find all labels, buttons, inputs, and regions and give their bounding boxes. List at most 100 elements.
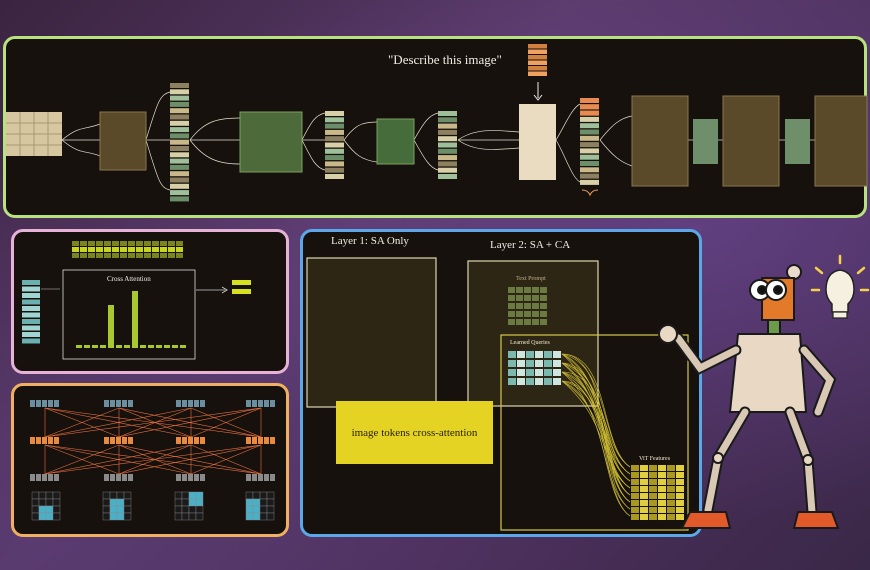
query-cell <box>22 286 40 292</box>
query-cell <box>22 338 40 344</box>
pattern-cell <box>122 400 127 407</box>
token-cell <box>580 173 599 179</box>
pattern-cell <box>270 437 275 444</box>
decoder-block-1 <box>631 95 689 187</box>
learned-query-cell <box>508 378 516 385</box>
text-prompt-cell <box>508 311 515 317</box>
vit-feature-cell <box>676 507 684 513</box>
token-cell <box>170 89 189 95</box>
learned-query-cell <box>517 378 525 385</box>
query-cell <box>22 312 40 318</box>
vit-feature-cell <box>631 472 639 478</box>
learned-query-cell <box>526 351 534 358</box>
attention-box <box>62 269 196 360</box>
pattern-cell <box>246 400 251 407</box>
pattern-cell <box>188 437 193 444</box>
key-cell <box>152 253 159 258</box>
key-cell <box>168 241 175 246</box>
vit-feature-cell <box>640 500 648 506</box>
text-prompt-cell <box>532 319 539 325</box>
text-prompt-cell <box>516 287 523 293</box>
learned-query-cell <box>544 369 552 376</box>
key-cell <box>168 247 175 252</box>
vit-feature-cell <box>649 479 657 485</box>
learned-query-cell <box>535 378 543 385</box>
pattern-cell <box>194 437 199 444</box>
key-cell <box>120 253 127 258</box>
text-prompt-cell <box>508 287 515 293</box>
cross-attention-box <box>500 334 689 531</box>
vit-feature-cell <box>667 465 675 471</box>
text-prompt-cell <box>524 295 531 301</box>
token-cell <box>580 148 599 154</box>
token-cell <box>325 167 344 173</box>
pattern-cell <box>42 400 47 407</box>
text-prompt-cell <box>516 311 523 317</box>
key-cell <box>160 241 167 246</box>
text-prompt-cell <box>532 295 539 301</box>
token-cell <box>325 129 344 135</box>
token-cell <box>580 161 599 166</box>
learned-query-cell <box>553 351 561 358</box>
vit-feature-cell <box>658 479 666 485</box>
pattern-cell <box>116 474 121 481</box>
pattern-cell <box>258 474 263 481</box>
learned-query-cell <box>544 360 552 367</box>
token-cell <box>438 117 457 123</box>
key-cell <box>144 253 151 258</box>
robot <box>658 264 840 529</box>
attention-curve <box>561 380 631 517</box>
vit-feature-cell <box>676 465 684 471</box>
attention-bars <box>76 291 186 348</box>
text-prompt-cell <box>508 319 515 325</box>
pattern-cell <box>42 474 47 481</box>
pattern-cell <box>128 474 133 481</box>
attention-curve <box>561 353 631 496</box>
learned-queries-label: Learned Queries <box>510 340 550 346</box>
text-prompt-cell <box>508 303 515 309</box>
pattern-cell <box>200 437 205 444</box>
vit-feature-cell <box>658 465 666 471</box>
key-cell <box>120 247 127 252</box>
query-cell <box>22 332 40 337</box>
layer1-box <box>306 257 437 408</box>
pattern-cell <box>104 474 109 481</box>
query-cell <box>22 306 40 311</box>
query-cell <box>22 319 40 324</box>
pattern-cell <box>200 474 205 481</box>
learned-query-cell <box>517 360 525 367</box>
key-cell <box>72 253 79 258</box>
pattern-cell <box>246 437 251 444</box>
pattern-cell <box>188 400 193 407</box>
prompt-token <box>528 71 547 76</box>
token-cell <box>170 183 189 189</box>
pattern-cell <box>122 437 127 444</box>
attention-bar <box>84 345 90 348</box>
key-cell <box>72 241 79 246</box>
pattern-cell <box>110 474 115 481</box>
attention-bar <box>116 345 122 348</box>
banner-text: image tokens cross-attention <box>351 426 478 439</box>
text-prompt-cell <box>524 303 531 309</box>
lightbulb-icon <box>810 254 870 319</box>
layer2-title: Layer 2: SA + CA <box>490 239 571 251</box>
text-prompt-cell <box>540 311 547 317</box>
key-cell <box>144 247 151 252</box>
key-cell <box>88 253 95 258</box>
pattern-cell <box>48 437 53 444</box>
learned-query-cell <box>553 360 561 367</box>
key-cell <box>80 247 87 252</box>
vit-feature-cell <box>640 493 648 499</box>
vit-feature-cell <box>640 486 648 492</box>
text-prompt-label: Text Prompt <box>516 276 546 282</box>
pattern-cell <box>122 474 127 481</box>
token-cell <box>438 129 457 135</box>
key-cell <box>160 253 167 258</box>
pattern-cell <box>182 437 187 444</box>
token-cell <box>170 139 189 145</box>
text-prompt-cell <box>532 303 539 309</box>
pattern-cell <box>252 474 257 481</box>
key-cell <box>128 247 135 252</box>
encoder-block-2 <box>239 111 303 173</box>
